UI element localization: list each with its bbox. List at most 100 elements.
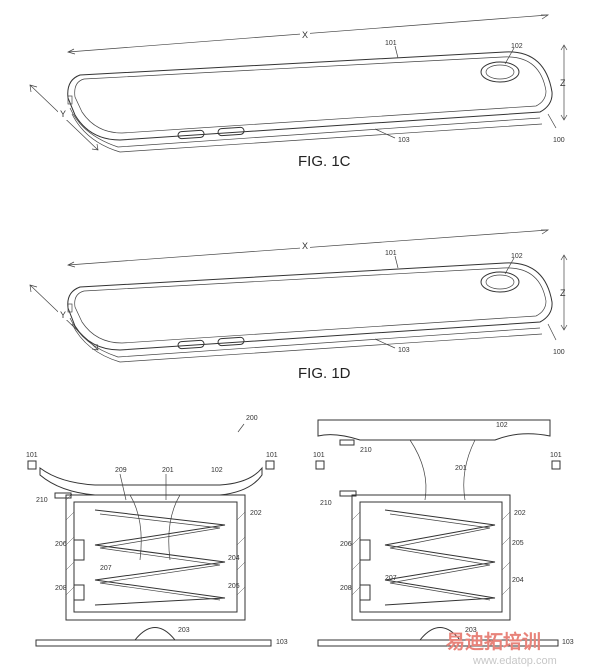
watermark-brand: 易迪拓培训 xyxy=(446,630,541,653)
x-arrow-head-right xyxy=(541,14,550,20)
leader-103 xyxy=(374,128,396,139)
button-cap xyxy=(317,419,551,441)
label-206: 206 xyxy=(340,541,352,548)
dome-203 xyxy=(134,627,176,641)
leader-102 xyxy=(504,257,515,275)
x-axis-label: X xyxy=(302,241,308,251)
volume-button-2 xyxy=(217,126,245,137)
leader-100 xyxy=(547,323,557,341)
label-203: 203 xyxy=(178,627,190,634)
housing-202-outer xyxy=(351,494,511,621)
part-208 xyxy=(73,584,85,601)
y-axis-label: Y xyxy=(60,109,66,119)
frame-block-right xyxy=(551,460,561,470)
home-button-inner xyxy=(485,274,515,290)
leader-209 xyxy=(119,473,127,501)
label-101-right: 101 xyxy=(550,452,562,459)
watermark-url: www.edatop.com xyxy=(472,655,557,667)
watermark: 易迪拓培训 www.edatop.com xyxy=(446,630,557,667)
leader-103 xyxy=(374,338,396,349)
label-202: 202 xyxy=(250,510,262,517)
button-cap xyxy=(39,466,263,496)
label-205: 205 xyxy=(228,583,240,590)
label-102: 102 xyxy=(511,43,523,50)
label-103: 103 xyxy=(398,347,410,354)
volume-button-1 xyxy=(177,339,205,350)
label-203: 203 xyxy=(465,627,477,634)
label-101-right: 101 xyxy=(266,452,278,459)
z-arrow-head-top xyxy=(560,44,568,51)
label-201: 201 xyxy=(455,465,467,472)
label-205: 205 xyxy=(512,540,524,547)
label-100: 100 xyxy=(553,349,565,356)
label-103: 103 xyxy=(398,137,410,144)
label-207: 207 xyxy=(385,575,397,582)
fig-1c-caption: FIG. 1C xyxy=(298,153,351,170)
z-arrow-head-top xyxy=(560,254,568,261)
fig-1c: X Y Z 101 102 103 100 xyxy=(29,14,568,170)
housing-202-outer xyxy=(65,494,246,621)
leader-101 xyxy=(394,255,399,269)
frame-block-right xyxy=(265,460,275,470)
substrate-103 xyxy=(35,639,272,647)
label-208: 208 xyxy=(55,585,67,592)
spring-205 xyxy=(389,513,491,601)
label-200: 200 xyxy=(246,415,258,422)
label-210: 210 xyxy=(36,497,48,504)
stem-201 xyxy=(129,494,181,561)
part-206 xyxy=(73,539,85,561)
cover-glass xyxy=(74,56,547,134)
housing-bottom-edge xyxy=(71,323,543,363)
x-arrow-head-left xyxy=(67,261,76,268)
fig-1d: X Y Z 101 102 103 100 FIG. 1D xyxy=(29,229,568,382)
dome-203 xyxy=(419,627,461,641)
label-210b: 210 xyxy=(320,500,332,507)
label-103: 103 xyxy=(276,639,288,646)
x-axis-label: X xyxy=(302,30,308,40)
y-axis-label: Y xyxy=(60,310,66,320)
home-button xyxy=(480,61,520,83)
fig-2-left: 200 101 101 102 201 209 210 202 204 205 xyxy=(26,415,288,647)
label-101-left: 101 xyxy=(313,452,325,459)
side-switch xyxy=(67,303,73,313)
housing-202-inner xyxy=(73,501,238,613)
spring-205 xyxy=(99,513,221,601)
cover-glass xyxy=(74,267,547,344)
volume-button-2 xyxy=(217,336,245,347)
spring-204 xyxy=(94,509,226,606)
label-102: 102 xyxy=(211,467,223,474)
housing-bottom-edge xyxy=(71,113,543,153)
label-207: 207 xyxy=(100,565,112,572)
label-102: 102 xyxy=(496,422,508,429)
substrate-103 xyxy=(317,639,559,647)
leader-101 xyxy=(394,45,399,59)
housing-edge xyxy=(69,107,541,148)
home-button-inner xyxy=(485,64,515,80)
part-210a xyxy=(339,439,355,446)
leader-100 xyxy=(547,113,557,129)
part-208 xyxy=(359,584,371,601)
label-102: 102 xyxy=(511,253,523,260)
y-arrow-head-bottom xyxy=(91,143,99,151)
label-202: 202 xyxy=(514,510,526,517)
label-204: 204 xyxy=(228,555,240,562)
phone-1c xyxy=(67,51,553,153)
label-101: 101 xyxy=(385,40,397,47)
leader-102 xyxy=(504,47,515,65)
phone-outline xyxy=(67,262,553,351)
y-arrow-head-top xyxy=(29,84,38,93)
label-101: 101 xyxy=(385,250,397,257)
label-101-left: 101 xyxy=(26,452,38,459)
part-210b xyxy=(339,490,357,497)
home-button xyxy=(480,271,520,293)
housing-edge xyxy=(69,317,541,358)
label-206: 206 xyxy=(55,541,67,548)
phone-outline xyxy=(67,51,553,141)
part-206 xyxy=(359,539,371,561)
z-arrow-head-bottom xyxy=(560,324,568,331)
frame-block-left xyxy=(315,460,325,470)
label-204: 204 xyxy=(512,577,524,584)
label-209: 209 xyxy=(115,467,127,474)
leader-200 xyxy=(237,423,245,433)
